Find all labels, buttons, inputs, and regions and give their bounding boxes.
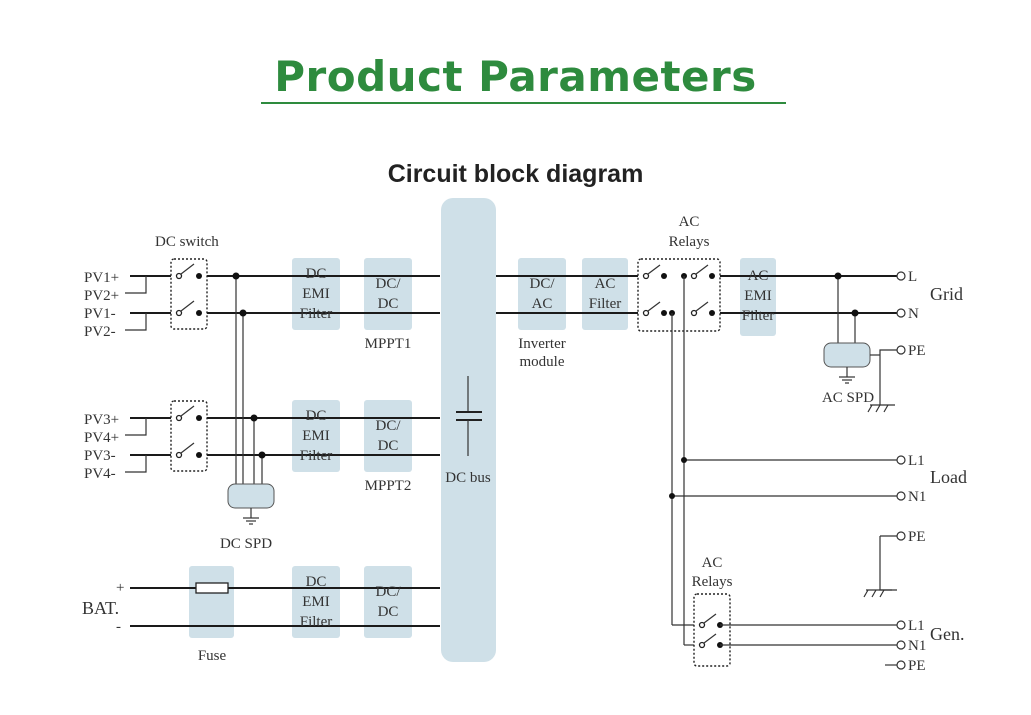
dcdc-1-line1: DC/ (375, 276, 401, 292)
ac-relays-gen-line2: Relays (692, 574, 733, 590)
grid-pe-label: PE (908, 343, 926, 359)
ac-spd-device (823, 342, 871, 368)
dc-emi-1-line3: Filter (300, 306, 333, 322)
battery-label: BAT. (82, 598, 119, 618)
page-heading: Product Parameters (274, 52, 757, 101)
dcdc-2-line1: DC/ (375, 418, 401, 434)
dcac-block (518, 258, 566, 330)
dc-emi-3-line2: EMI (302, 594, 330, 610)
fuse-block (189, 566, 234, 638)
dc-switch-box-1 (170, 258, 208, 330)
ac-spd-label: AC SPD (822, 390, 874, 406)
terminal-circles (896, 271, 906, 670)
dc-switch-contacts (175, 263, 202, 459)
fuse-element (195, 582, 229, 594)
dcdc-3-line1: DC/ (375, 584, 401, 600)
pv3-plus-label: PV3+ (84, 412, 119, 428)
fuse-label: Fuse (198, 648, 227, 664)
ac-relays-box-main (637, 258, 721, 332)
load-group-label: Load (930, 467, 967, 487)
mppt1-label: MPPT1 (365, 336, 412, 352)
dc-switch-label: DC switch (155, 234, 219, 250)
ac-relays-gen-line1: AC (702, 555, 723, 571)
pv1-minus-label: PV1- (84, 306, 116, 322)
dc-emi-1-line1: DC (306, 266, 327, 282)
pv2-plus-label: PV2+ (84, 288, 119, 304)
dcdc-block-2 (364, 400, 412, 472)
ac-relay-contacts-main (642, 264, 715, 317)
heading-underline (261, 102, 786, 104)
pv3-minus-label: PV3- (84, 448, 116, 464)
battery-minus-label: - (116, 619, 121, 635)
dcac-line1: DC/ (529, 276, 555, 292)
mppt2-label: MPPT2 (365, 478, 412, 494)
gen-l1-label: L1 (908, 618, 925, 634)
dcdc-3-line2: DC (378, 604, 399, 620)
ac-emi-line1: AC (748, 268, 769, 284)
ac-filter-line2: Filter (589, 296, 622, 312)
ac-emi-line2: EMI (744, 288, 772, 304)
inverter-module-line1: Inverter (518, 336, 565, 352)
dc-emi-3-line3: Filter (300, 614, 333, 630)
dc-emi-2-line1: DC (306, 408, 327, 424)
dcdc-block-3 (364, 566, 412, 638)
dcdc-block-1 (364, 258, 412, 330)
pv4-plus-label: PV4+ (84, 430, 119, 446)
dc-switch-box-2 (170, 400, 208, 472)
dc-bus-label: DC bus (445, 470, 491, 486)
dc-emi-1-line2: EMI (302, 286, 330, 302)
gen-n1-label: N1 (908, 638, 926, 654)
ac-relays-box-gen (693, 593, 731, 667)
battery-plus-label: + (116, 580, 124, 596)
dc-emi-2-line2: EMI (302, 428, 330, 444)
ac-filter-block (582, 258, 628, 330)
dcdc-1-line2: DC (378, 296, 399, 312)
ac-relays-main-line2: Relays (669, 234, 710, 250)
ac-emi-filter-block (740, 258, 776, 336)
grid-l-label: L (908, 269, 917, 285)
inverter-module-line2: module (520, 354, 565, 370)
dc-spd-label: DC SPD (220, 536, 272, 552)
ac-filter-line1: AC (595, 276, 616, 292)
pv2-minus-label: PV2- (84, 324, 116, 340)
dc-spd-device (227, 483, 275, 509)
dcac-line2: AC (532, 296, 553, 312)
load-n1-label: N1 (908, 489, 926, 505)
ac-relays-main-line1: AC (679, 214, 700, 230)
diagram-title: Circuit block diagram (387, 160, 644, 188)
gen-pe-top-label: PE (908, 529, 926, 545)
pv1-plus-label: PV1+ (84, 270, 119, 286)
gen-group-label: Gen. (930, 624, 965, 644)
dcdc-2-line2: DC (378, 438, 399, 454)
load-l1-label: L1 (908, 453, 925, 469)
dc-emi-2-line3: Filter (300, 448, 333, 464)
grid-n-label: N (908, 306, 919, 322)
grid-group-label: Grid (930, 284, 963, 304)
dc-emi-filter-block-3 (292, 566, 340, 638)
gen-pe-label: PE (908, 658, 926, 674)
dc-emi-3-line1: DC (306, 574, 327, 590)
pv4-minus-label: PV4- (84, 466, 116, 482)
ac-emi-line3: Filter (742, 308, 775, 324)
